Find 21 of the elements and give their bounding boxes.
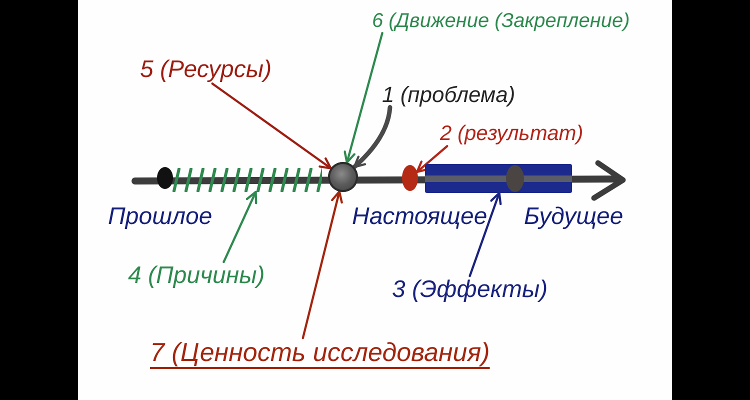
arrow [352, 105, 392, 170]
arrow [302, 190, 343, 340]
callout-label: 7 (Ценность исследования) [150, 338, 490, 368]
callout-label: 1 (проблема) [382, 82, 516, 108]
hatched-segment [170, 168, 322, 192]
timeline-label: Настоящее [352, 203, 488, 231]
timeline-label: Прошлое [108, 203, 212, 231]
arrow [416, 145, 448, 174]
band-segment [425, 164, 572, 193]
arrow [222, 190, 258, 264]
circle-marker [328, 162, 358, 192]
callout-label: 4 (Причины) [128, 262, 265, 290]
callout-label: 5 (Ресурсы) [140, 56, 272, 84]
arrow [211, 82, 332, 170]
callout-label: 3 (Эффекты) [392, 276, 548, 304]
callout-label: 6 (Движение (Закрепление) [372, 10, 630, 33]
timeline-label: Будущее [524, 203, 624, 231]
arrow [468, 192, 502, 278]
arrow [344, 32, 384, 164]
callout-label: 2 (результат) [440, 122, 584, 146]
oval-marker [402, 165, 418, 191]
